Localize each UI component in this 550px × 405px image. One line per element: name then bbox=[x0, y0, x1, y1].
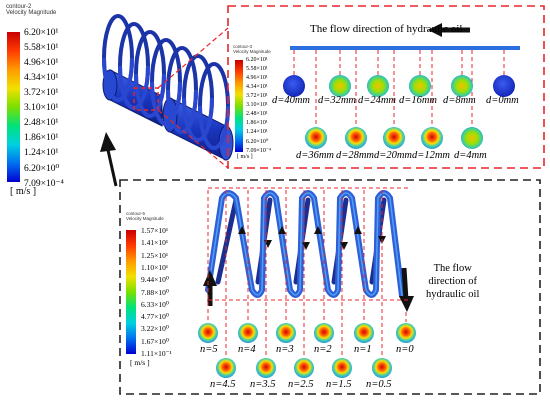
colorbar-tick-label: 1.86×10¹ bbox=[246, 120, 268, 126]
colorbar-tick-label: 2.48×10¹ bbox=[246, 111, 268, 117]
bottom-legend-unit: [ m/s ] bbox=[130, 358, 150, 367]
top-label-d8: d=8mm bbox=[443, 95, 476, 106]
bottom-label-n0-5: n=0.5 bbox=[366, 379, 392, 390]
top-legend-subtitle: Velocity Magnitude bbox=[233, 49, 271, 54]
colorbar-tick-label: 7.88×10⁰ bbox=[141, 287, 169, 297]
colorbar-tick-label: 6.20×10¹ bbox=[24, 28, 59, 38]
main-legend-title: contour-2 bbox=[6, 4, 32, 10]
top-label-d32: d=32mm bbox=[318, 95, 357, 106]
colorbar-tick-label: 1.57×10¹ bbox=[141, 226, 169, 235]
bottom-row2-sections bbox=[216, 358, 392, 378]
colorbar-tick-label: 1.11×10⁻¹ bbox=[141, 349, 172, 358]
top-flow-arrow bbox=[428, 23, 470, 37]
top-row2-sections bbox=[305, 127, 483, 149]
top-label-d24: d=24mm bbox=[358, 95, 397, 106]
colorbar-tick-label: 3.72×10¹ bbox=[246, 93, 268, 99]
colorbar-tick-label: 6.33×10⁰ bbox=[141, 299, 169, 309]
top-legend-colorbar bbox=[235, 60, 243, 152]
colorbar-tick-label: 7.09×10⁻⁴ bbox=[24, 179, 64, 189]
top-label-d12: d=12mm bbox=[412, 150, 451, 161]
bottom-label-n3-5: n=3.5 bbox=[250, 379, 276, 390]
colorbar-tick-label: 1.25×10¹ bbox=[141, 250, 169, 260]
zoom-connector-bottom bbox=[157, 109, 229, 169]
top-label-d4: d=4mm bbox=[454, 150, 487, 161]
helix-outlet-arrow bbox=[399, 267, 414, 312]
top-legend-ticks: 6.20×10¹ 5.58×10¹ 4.96×10¹ 4.34×10¹ 3.72×10¹… bbox=[246, 57, 290, 155]
colorbar-tick-label: 1.24×10¹ bbox=[246, 129, 268, 135]
bottom-label-n5: n=5 bbox=[200, 344, 218, 355]
colorbar-tick-label: 3.72×10¹ bbox=[24, 88, 59, 98]
top-legend-title: contour-3 bbox=[233, 44, 253, 49]
colorbar-tick-label: 6.20×10⁰ bbox=[24, 164, 60, 174]
top-flow-label: The flow direction of hydraulic oil bbox=[310, 23, 463, 35]
bottom-legend-title: contour-5 bbox=[126, 211, 146, 216]
bottom-label-n1-5: n=1.5 bbox=[326, 379, 352, 390]
colorbar-tick-label: 3.10×10¹ bbox=[246, 102, 268, 108]
colorbar-tick-label: 6.20×10¹ bbox=[246, 57, 268, 63]
main-legend-subtitle: Velocity Magnitude bbox=[6, 10, 57, 16]
top-label-d28: d=28mm bbox=[336, 150, 375, 161]
helix-coil bbox=[205, 190, 405, 299]
bottom-legend-colorbar bbox=[126, 230, 136, 354]
bottom-label-n1: n=1 bbox=[354, 344, 372, 355]
top-pipe bbox=[290, 46, 520, 50]
colorbar-tick-label: 9.44×10⁰ bbox=[141, 275, 169, 285]
colorbar-tick-label: 4.96×10¹ bbox=[24, 58, 59, 68]
coil-3d-model bbox=[102, 14, 234, 161]
bottom-flow-label-line2: direction of bbox=[428, 276, 478, 287]
top-row1-sections bbox=[283, 75, 515, 97]
colorbar-tick-label: 1.10×10¹ bbox=[141, 262, 169, 272]
top-label-d20: d=20mm bbox=[374, 150, 413, 161]
main-legend-colorbar bbox=[7, 32, 20, 182]
bottom-label-n2: n=2 bbox=[314, 344, 332, 355]
colorbar-tick-label: 2.48×10¹ bbox=[24, 118, 59, 128]
colorbar-tick-label: 6.20×10⁰ bbox=[246, 139, 269, 145]
colorbar-tick-label: 7.09×10⁻⁴ bbox=[246, 148, 272, 154]
pointer-arrow bbox=[100, 132, 118, 187]
bottom-row1-sections bbox=[198, 323, 416, 343]
top-label-d36: d=36mm bbox=[296, 150, 335, 161]
colorbar-tick-label: 1.67×10⁰ bbox=[141, 336, 169, 346]
zoom-connector-top bbox=[157, 27, 229, 89]
bottom-panel-border bbox=[119, 179, 541, 395]
bottom-horizontal-guides bbox=[208, 187, 410, 301]
colorbar-tick-label: 4.34×10¹ bbox=[24, 73, 59, 83]
bottom-label-n4: n=4 bbox=[238, 344, 256, 355]
bottom-legend-ticks: 1.57×10¹ 1.41×10¹ 1.25×10¹ 1.10×10¹ 9.44×10⁰… bbox=[141, 226, 197, 358]
bottom-legend-subtitle: Velocity Magnitude bbox=[126, 216, 164, 221]
top-label-d0: d=0mm bbox=[486, 95, 519, 106]
bottom-flow-label: The flow direction of hydraulic oil bbox=[426, 262, 479, 301]
top-legend-unit: [ m/s ] bbox=[237, 154, 253, 160]
colorbar-tick-label: 5.58×10¹ bbox=[246, 66, 268, 72]
bottom-flow-label-line1: The flow bbox=[433, 263, 472, 274]
colorbar-tick-label: 5.58×10¹ bbox=[24, 43, 59, 53]
colorbar-tick-label: 1.24×10¹ bbox=[24, 148, 59, 158]
bottom-label-n3: n=3 bbox=[276, 344, 294, 355]
top-section-lines bbox=[293, 50, 505, 128]
main-legend-ticks: 6.20×10¹ 5.58×10¹ 4.96×10¹ 4.34×10¹ 3.72×10¹… bbox=[24, 28, 84, 189]
bottom-section-lines bbox=[207, 190, 407, 358]
top-label-d40: d=40mm bbox=[272, 95, 311, 106]
bottom-label-n0: n=0 bbox=[396, 344, 414, 355]
colorbar-tick-label: 1.86×10¹ bbox=[24, 133, 59, 143]
top-panel-border bbox=[227, 5, 545, 169]
colorbar-tick-label: 4.96×10¹ bbox=[246, 75, 268, 81]
colorbar-tick-label: 1.41×10¹ bbox=[141, 238, 169, 248]
colorbar-tick-label: 4.34×10¹ bbox=[246, 84, 268, 90]
colorbar-tick-label: 3.10×10¹ bbox=[24, 103, 59, 113]
bottom-label-n4-5: n=4.5 bbox=[210, 379, 236, 390]
top-label-d16: d=16mm bbox=[399, 95, 438, 106]
helix-inlet-arrow bbox=[203, 270, 217, 306]
colorbar-tick-label: 3.22×10⁰ bbox=[141, 324, 169, 334]
main-legend-unit: [ m/s ] bbox=[10, 186, 37, 197]
colorbar-tick-label: 4.77×10⁰ bbox=[141, 312, 169, 322]
bottom-flow-label-line3: hydraulic oil bbox=[426, 289, 480, 300]
bottom-label-n2-5: n=2.5 bbox=[288, 379, 314, 390]
